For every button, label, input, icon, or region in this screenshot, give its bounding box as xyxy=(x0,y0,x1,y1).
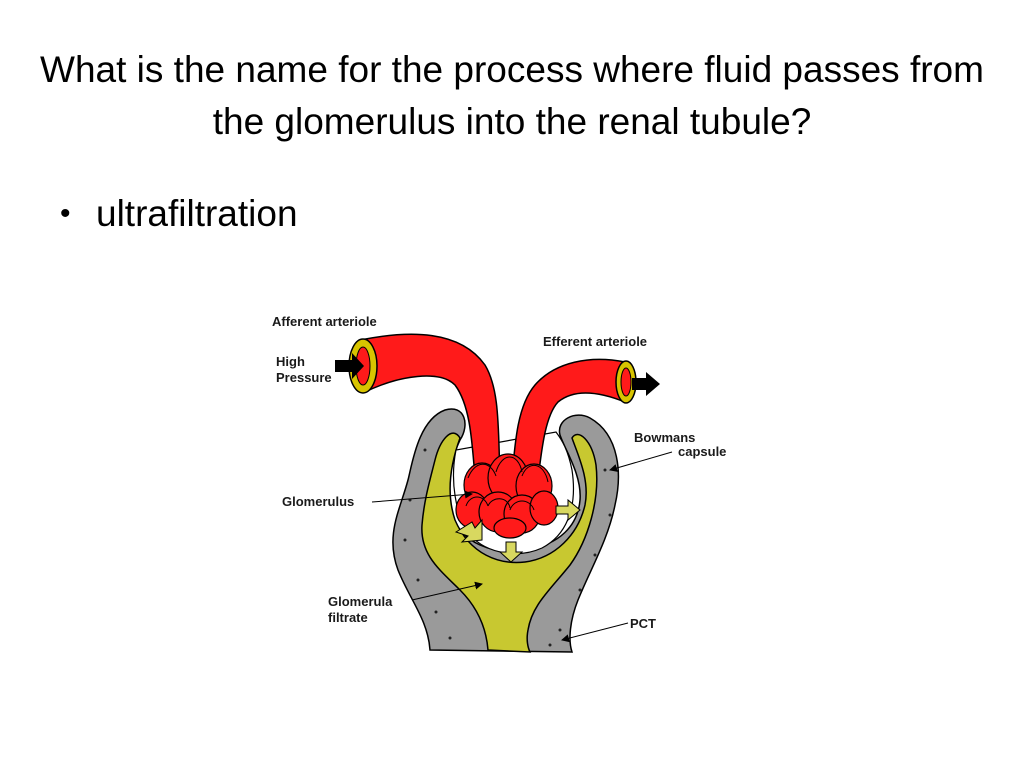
leader-glomerulus xyxy=(371,490,473,503)
filtration-arrows xyxy=(454,498,581,563)
label-high: High xyxy=(276,354,305,369)
nephron-diagram: Afferent arteriole High Pressure Efferen… xyxy=(260,300,750,670)
label-bowmans: Bowmans xyxy=(634,430,695,445)
label-filtrate-line1: Glomerula xyxy=(328,594,393,609)
label-pressure: Pressure xyxy=(276,370,332,385)
bullet-dot-icon: • xyxy=(60,197,71,230)
label-efferent-arteriole: Efferent arteriole xyxy=(543,334,647,349)
label-capsule: capsule xyxy=(678,444,726,459)
label-pct: PCT xyxy=(630,616,656,631)
nephron-svg: Afferent arteriole High Pressure Efferen… xyxy=(272,314,726,653)
label-filtrate-line2: filtrate xyxy=(328,610,368,625)
filtration-arrow-down xyxy=(498,541,524,563)
label-glomerulus: Glomerulus xyxy=(282,494,354,509)
bullet-list: • ultrafiltration xyxy=(60,190,298,238)
leader-pct xyxy=(561,622,629,643)
filtrate-space xyxy=(421,432,598,653)
bullet-item: • ultrafiltration xyxy=(60,190,298,238)
efferent-outflow-arrow-icon xyxy=(632,372,660,396)
filtration-arrow-right xyxy=(555,498,581,522)
leader-bowmans xyxy=(609,451,673,472)
leader-filtrate xyxy=(411,581,483,601)
label-afferent-arteriole: Afferent arteriole xyxy=(272,314,377,329)
high-pressure-arrow-icon xyxy=(335,353,364,379)
bullet-text: ultrafiltration xyxy=(96,193,298,234)
filtration-arrow-left xyxy=(454,518,483,543)
slide-title: What is the name for the process where f… xyxy=(40,49,984,142)
